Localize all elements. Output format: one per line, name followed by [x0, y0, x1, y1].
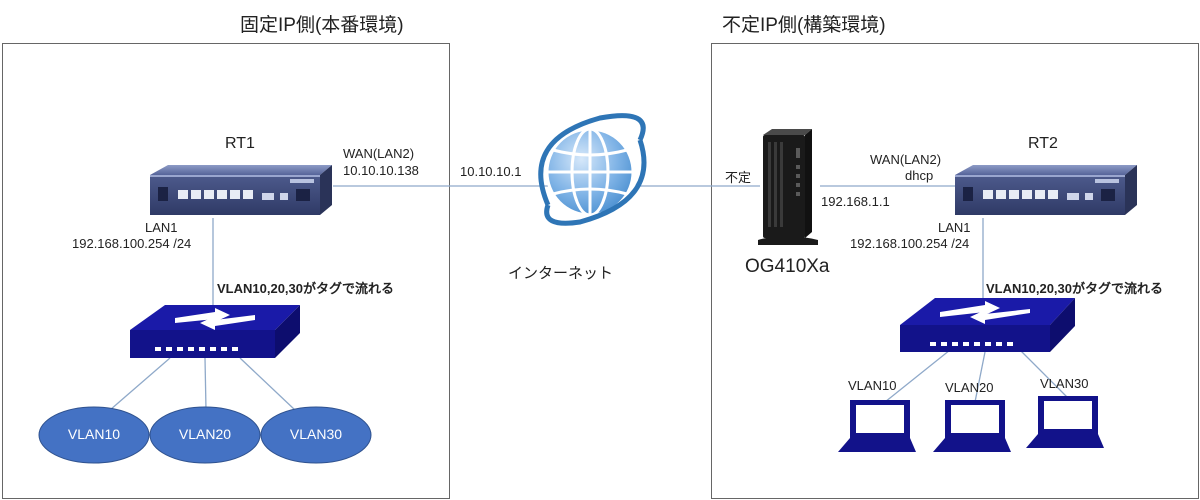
link-switch1-vlan10: [109, 357, 171, 411]
internet-label: インターネット: [508, 265, 614, 282]
onu-ip-label: 192.168.1.1: [821, 194, 890, 209]
link-switch2-vlan30: [1019, 349, 1069, 399]
onu-og410xa-icon: [758, 129, 818, 245]
rt2-lan-ip: 192.168.100.254 /24: [850, 236, 970, 251]
switch2-icon: [900, 298, 1075, 352]
pc-vlan10-label: VLAN10: [848, 378, 897, 393]
vlan10-label: VLAN10: [67, 426, 121, 442]
link-switch2-vlan10: [884, 349, 951, 403]
rt1-lan-ip: 192.168.100.254 /24: [72, 236, 192, 251]
link-switch2-vlan20: [974, 351, 986, 403]
rt2-label: RT2: [1028, 135, 1058, 152]
link-switch1-vlan20: [204, 357, 207, 411]
pc-vlan30-icon: [1026, 396, 1104, 448]
rt1-wan-ip: 10.10.10.138: [343, 163, 419, 178]
vlan30-label: VLAN30: [289, 426, 343, 442]
rt1-wan-label: WAN(LAN2): [343, 146, 415, 161]
left-zone-title: 固定IP側(本番環境): [240, 15, 404, 36]
rt2-router-icon: [955, 165, 1137, 215]
rt2-lan-label: LAN1: [938, 220, 971, 235]
right-zone-title: 不定IP側(構築環境): [722, 15, 886, 36]
switch1-icon: [130, 305, 300, 358]
pc-vlan20-label: VLAN20: [945, 380, 994, 395]
internet-globe-icon: [538, 113, 647, 226]
onu-name-label: OG410Xa: [745, 256, 830, 277]
rt1-label: RT1: [225, 135, 255, 152]
link-switch1-vlan30: [239, 357, 296, 411]
vlan20-ellipse: [149, 406, 261, 464]
isp-dynamic-label: 不定: [725, 170, 752, 185]
pc-vlan10-icon: [838, 400, 916, 452]
rt1-lan-label: LAN1: [145, 220, 178, 235]
rt2-wan-mode: dhcp: [905, 168, 934, 183]
rt1-router-icon: [150, 165, 332, 215]
pc-vlan20-icon: [933, 400, 1011, 452]
vlan20-label: VLAN20: [178, 426, 232, 442]
right-vlan-note: VLAN10,20,30がタグで流れる: [986, 281, 1163, 296]
vlan30-ellipse: [260, 406, 372, 464]
left-vlan-note: VLAN10,20,30がタグで流れる: [217, 281, 394, 296]
connection-lines: [109, 185, 1069, 411]
internet-gateway-ip: 10.10.10.1: [460, 164, 522, 179]
rt2-wan-label: WAN(LAN2): [870, 152, 942, 167]
vlan10-ellipse: [38, 406, 150, 464]
pc-vlan30-label: VLAN30: [1040, 376, 1089, 391]
